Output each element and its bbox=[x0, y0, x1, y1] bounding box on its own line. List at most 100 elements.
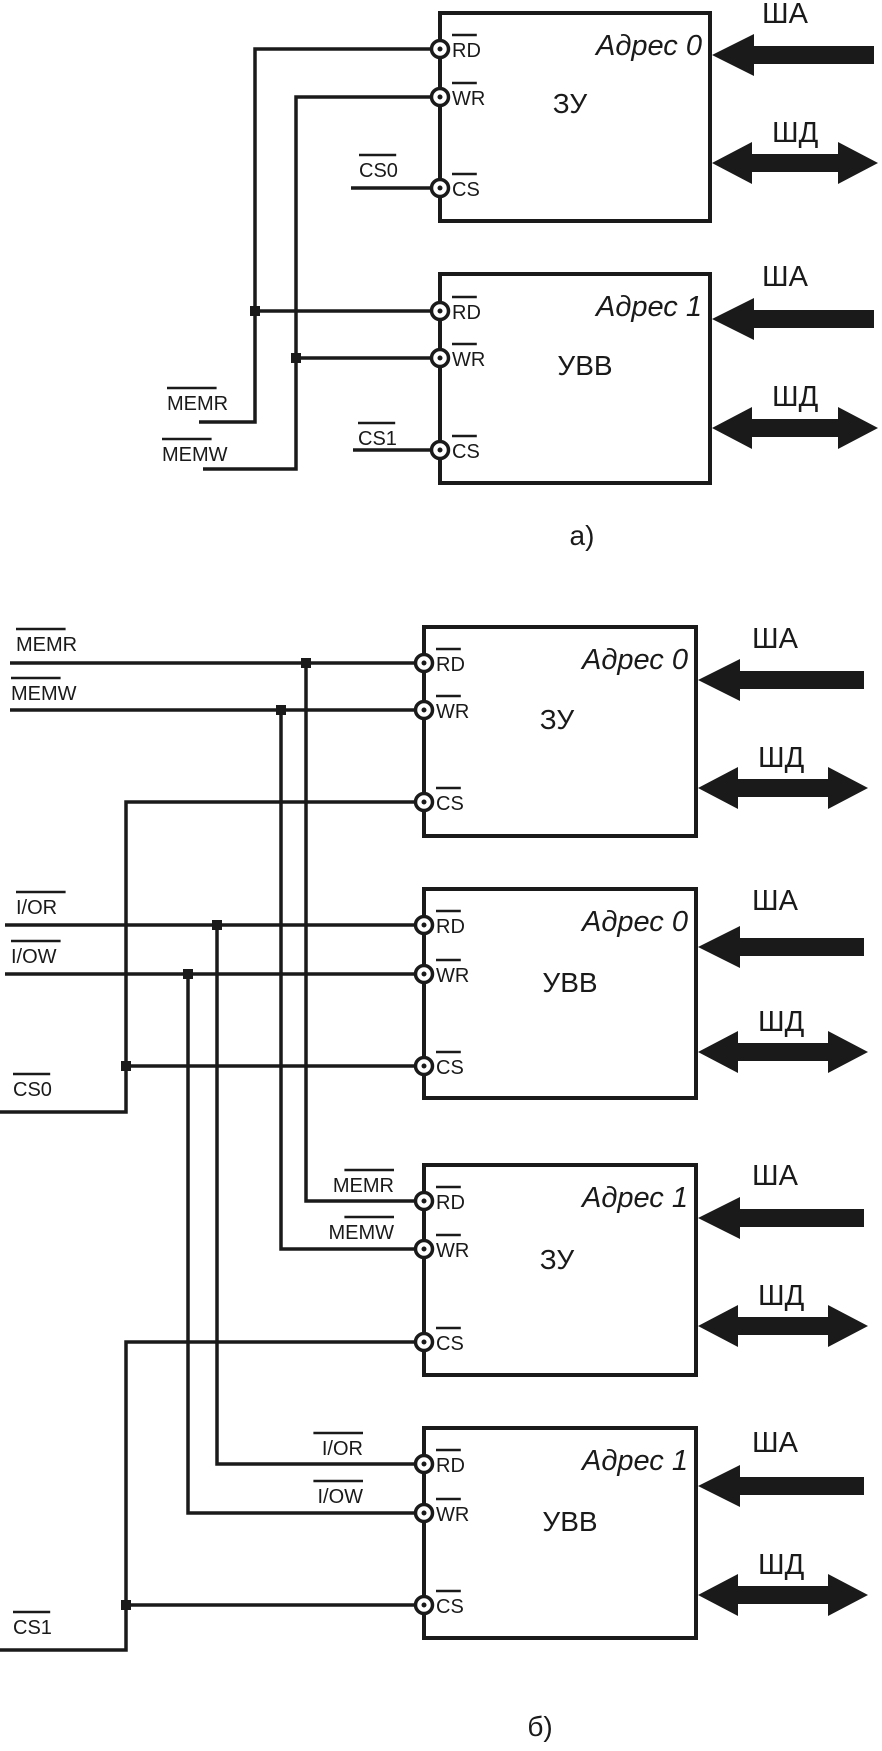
pin-dot bbox=[421, 1246, 427, 1252]
pin-dot bbox=[421, 1602, 427, 1608]
caption-b: б) bbox=[527, 1711, 552, 1742]
block-box bbox=[422, 1426, 698, 1640]
block-name: УВВ bbox=[542, 1506, 597, 1537]
address-bus-arrow bbox=[712, 34, 874, 76]
block-box bbox=[422, 887, 698, 1100]
wr-pin-label: WR bbox=[436, 701, 469, 723]
data-bus-arrow bbox=[712, 142, 878, 184]
block-address: Адрес 1 bbox=[580, 1182, 688, 1214]
data-bus-arrow bbox=[712, 407, 878, 449]
data-bus-label: ШД bbox=[758, 1006, 805, 1038]
data-bus-label: ШД bbox=[758, 1280, 805, 1312]
junction-dot bbox=[291, 353, 301, 363]
block-name: ЗУ bbox=[540, 1244, 575, 1275]
cs-pin-label: CS bbox=[436, 1596, 464, 1618]
address-bus-label: ША bbox=[752, 623, 799, 655]
pin-dot bbox=[421, 1461, 427, 1467]
junction-dot bbox=[121, 1061, 131, 1071]
pin-dot bbox=[437, 447, 443, 453]
address-bus-label: ША bbox=[762, 0, 809, 30]
data-bus-label: ШД bbox=[772, 381, 819, 413]
iow-signal-label: I/OW bbox=[317, 1486, 363, 1508]
block-name: УВВ bbox=[542, 967, 597, 998]
pin-dot bbox=[437, 355, 443, 361]
cs1-wire bbox=[0, 1340, 415, 1652]
data-bus-arrow bbox=[698, 1305, 868, 1347]
block-address: Адрес 1 bbox=[580, 1445, 688, 1477]
memw-signal-label: MEMW bbox=[162, 444, 228, 466]
iow-signal-label: I/OW bbox=[11, 946, 57, 968]
memr-signal-label: MEMR bbox=[16, 634, 77, 656]
cs0-signal-label: CS0 bbox=[359, 160, 398, 182]
cs1-signal-label: CS1 bbox=[13, 1617, 52, 1639]
pin-dot bbox=[421, 1510, 427, 1516]
address-bus-label: ША bbox=[752, 1427, 799, 1459]
pin-dot bbox=[421, 971, 427, 977]
address-bus-arrow bbox=[698, 1465, 864, 1507]
block-box bbox=[422, 625, 698, 838]
pin-dot bbox=[421, 660, 427, 666]
block-name: УВВ bbox=[557, 350, 612, 381]
address-bus-label: ША bbox=[762, 261, 809, 293]
iow-tap-wire bbox=[186, 974, 415, 1515]
data-bus-label: ШД bbox=[758, 1549, 805, 1581]
block-box bbox=[422, 1163, 698, 1377]
block-address: Адрес 0 bbox=[580, 644, 688, 676]
memr-wire bbox=[199, 47, 431, 424]
wr-pin-label: WR bbox=[436, 1504, 469, 1526]
address-bus-label: ША bbox=[752, 885, 799, 917]
pin-dot bbox=[421, 799, 427, 805]
address-bus-arrow bbox=[698, 659, 864, 701]
ior-signal-label: I/OR bbox=[322, 1438, 363, 1460]
memr-signal-label: MEMR bbox=[333, 1175, 394, 1197]
memw-signal-label: MEMW bbox=[11, 683, 77, 705]
cs-pin-label: CS bbox=[436, 1333, 464, 1355]
pin-dot bbox=[421, 1339, 427, 1345]
cs-pin-label: CS bbox=[452, 441, 480, 463]
address-bus-arrow bbox=[712, 298, 874, 340]
memw-tap-wire bbox=[279, 710, 415, 1251]
data-bus-arrow bbox=[698, 1031, 868, 1073]
block-address: Адрес 1 bbox=[594, 291, 702, 323]
junction-dot bbox=[250, 306, 260, 316]
data-bus-label: ШД bbox=[772, 117, 819, 149]
block-address: Адрес 0 bbox=[580, 906, 688, 938]
memw-signal-label: MEMW bbox=[328, 1222, 394, 1244]
ior-tap-wire bbox=[215, 925, 415, 1466]
data-bus-arrow bbox=[698, 767, 868, 809]
caption-a: а) bbox=[570, 520, 595, 551]
rd-pin-label: RD bbox=[452, 40, 481, 62]
rd-pin-label: RD bbox=[436, 654, 465, 676]
address-bus-arrow bbox=[698, 926, 864, 968]
memr-signal-label: MEMR bbox=[167, 393, 228, 415]
pin-dot bbox=[421, 1063, 427, 1069]
block-address: Адрес 0 bbox=[594, 30, 702, 62]
pin-dot bbox=[437, 46, 443, 52]
rd-pin-label: RD bbox=[436, 1455, 465, 1477]
junction-dot bbox=[183, 969, 193, 979]
memw-wire bbox=[203, 95, 431, 471]
address-bus-arrow bbox=[698, 1197, 864, 1239]
cs1-signal-label: CS1 bbox=[358, 428, 397, 450]
wr-pin-label: WR bbox=[452, 349, 485, 371]
junction-dot bbox=[301, 658, 311, 668]
cs-pin-label: CS bbox=[452, 179, 480, 201]
rd-pin-label: RD bbox=[436, 1192, 465, 1214]
pin-dot bbox=[421, 707, 427, 713]
junction-dot bbox=[276, 705, 286, 715]
data-bus-arrow bbox=[698, 1574, 868, 1616]
cs0-wire bbox=[0, 800, 415, 1114]
memr-tap-wire bbox=[304, 663, 415, 1203]
block-name: ЗУ bbox=[540, 704, 575, 735]
pin-dot bbox=[421, 1198, 427, 1204]
cs-pin-label: CS bbox=[436, 793, 464, 815]
pin-dot bbox=[421, 922, 427, 928]
junction-dot bbox=[121, 1600, 131, 1610]
ior-signal-label: I/OR bbox=[16, 897, 57, 919]
block-name: ЗУ bbox=[553, 88, 588, 119]
junction-dot bbox=[212, 920, 222, 930]
block-box bbox=[438, 272, 712, 485]
data-bus-label: ШД bbox=[758, 742, 805, 774]
wr-pin-label: WR bbox=[436, 1240, 469, 1262]
